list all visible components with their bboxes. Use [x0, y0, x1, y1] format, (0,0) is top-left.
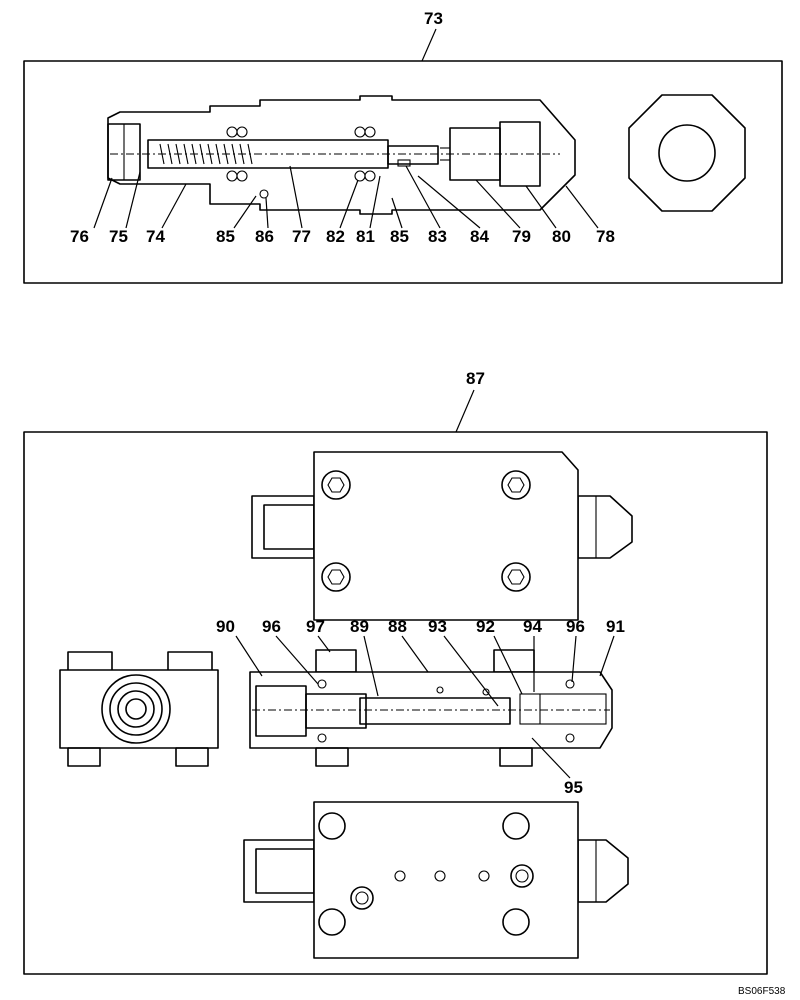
callout-92: 92	[476, 617, 495, 636]
callout-96-b: 96	[566, 617, 585, 636]
poppet	[387, 145, 439, 165]
block-bottom-view	[243, 801, 629, 959]
figure-code: BS06F538	[738, 986, 786, 997]
callout-73: 73	[424, 9, 443, 28]
assembly-73-frame	[23, 60, 783, 284]
assembly-87-frame	[23, 431, 768, 975]
spring	[159, 143, 253, 165]
callout-97: 97	[306, 617, 325, 636]
plug	[499, 121, 541, 187]
callout-80: 80	[552, 227, 571, 246]
callout-96-a: 96	[262, 617, 281, 636]
callout-85-a: 85	[216, 227, 235, 246]
block-end-view	[59, 651, 219, 767]
callout-79: 79	[512, 227, 531, 246]
callout-83: 83	[428, 227, 447, 246]
callout-84: 84	[470, 227, 489, 246]
callout-78: 78	[596, 227, 615, 246]
callouts-top: 76 75 74 85 86 77 82 81 85 83 84 79 80 7…	[70, 165, 615, 246]
leader-87	[455, 389, 475, 433]
callout-89: 89	[350, 617, 369, 636]
callout-87: 87	[466, 369, 485, 388]
callout-93: 93	[428, 617, 447, 636]
callout-76: 76	[70, 227, 89, 246]
block-top-view	[251, 451, 633, 621]
callout-74: 74	[146, 227, 165, 246]
callout-77: 77	[292, 227, 311, 246]
callouts-bottom: 90 96 97 89 88 93 92 94 96 91 95	[216, 617, 625, 797]
callout-94: 94	[523, 617, 542, 636]
bolt-head	[321, 470, 351, 500]
callout-91: 91	[606, 617, 625, 636]
callout-86: 86	[255, 227, 274, 246]
callout-85-b: 85	[390, 227, 409, 246]
valve-body	[107, 95, 576, 215]
o-ring	[226, 126, 238, 138]
hex-nut-bore	[658, 124, 716, 182]
leader-73	[421, 28, 437, 62]
callout-82: 82	[326, 227, 345, 246]
callout-81: 81	[356, 227, 375, 246]
relief-valve-cartridge	[107, 95, 576, 215]
callout-75: 75	[109, 227, 128, 246]
callout-95: 95	[564, 778, 583, 797]
hex-nut	[628, 94, 746, 212]
callout-88: 88	[388, 617, 407, 636]
callout-90: 90	[216, 617, 235, 636]
block-section-view	[249, 649, 613, 767]
